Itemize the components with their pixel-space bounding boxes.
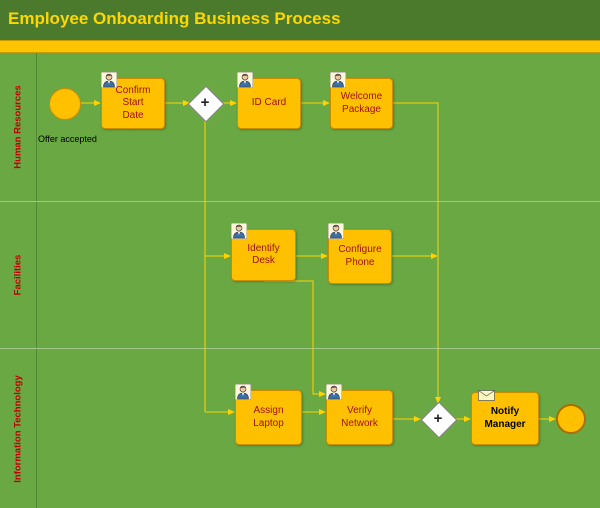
task-label: Phone — [345, 256, 375, 268]
title-bar: Employee Onboarding Business Process — [0, 0, 600, 41]
task-label: Package — [342, 103, 381, 115]
task-label: Confirm Start — [115, 84, 151, 109]
task-label: Configure — [338, 244, 382, 255]
envelope-icon — [478, 390, 495, 401]
task-label: Notify — [490, 406, 520, 417]
start-event[interactable] — [49, 88, 81, 120]
user-task-icon — [237, 72, 253, 88]
user-task-icon — [326, 384, 342, 400]
task-label: Identify Desk — [247, 242, 280, 267]
start-event-label: Offer accepted — [38, 134, 97, 144]
task-label: Welcome — [340, 91, 383, 102]
lane-header-human-resources: Human Resources — [0, 53, 37, 201]
user-task-icon — [330, 72, 346, 88]
lane-header-facilities: Facilities — [0, 202, 37, 348]
user-task-icon — [101, 72, 117, 88]
task-label: Date — [122, 109, 144, 121]
lane-divider — [0, 348, 600, 349]
lane-information-technology: Information Technology — [0, 349, 600, 508]
diagram-title: Employee Onboarding Business Process — [8, 9, 341, 28]
task-label: Network — [341, 417, 378, 429]
task-label: Manager — [484, 418, 526, 430]
plus-icon: + — [433, 410, 443, 427]
lane-facilities: Facilities — [0, 202, 600, 348]
lane-header-information-technology: Information Technology — [0, 349, 37, 508]
flow-desk-to-verify-network — [264, 280, 326, 397]
task-label: Assign Laptop — [253, 405, 284, 429]
task-label: ID Card — [251, 97, 287, 109]
lane-divider — [0, 201, 600, 202]
lane-human-resources: Human Resources — [0, 53, 600, 201]
user-task-icon — [328, 223, 344, 239]
flow-welcome-to-join — [393, 102, 441, 404]
user-task-icon — [235, 384, 251, 400]
user-task-icon — [231, 223, 247, 239]
task-label: Verify — [346, 405, 372, 416]
end-event[interactable] — [556, 404, 586, 434]
plus-icon: + — [200, 94, 210, 111]
header-stripe — [0, 40, 600, 53]
